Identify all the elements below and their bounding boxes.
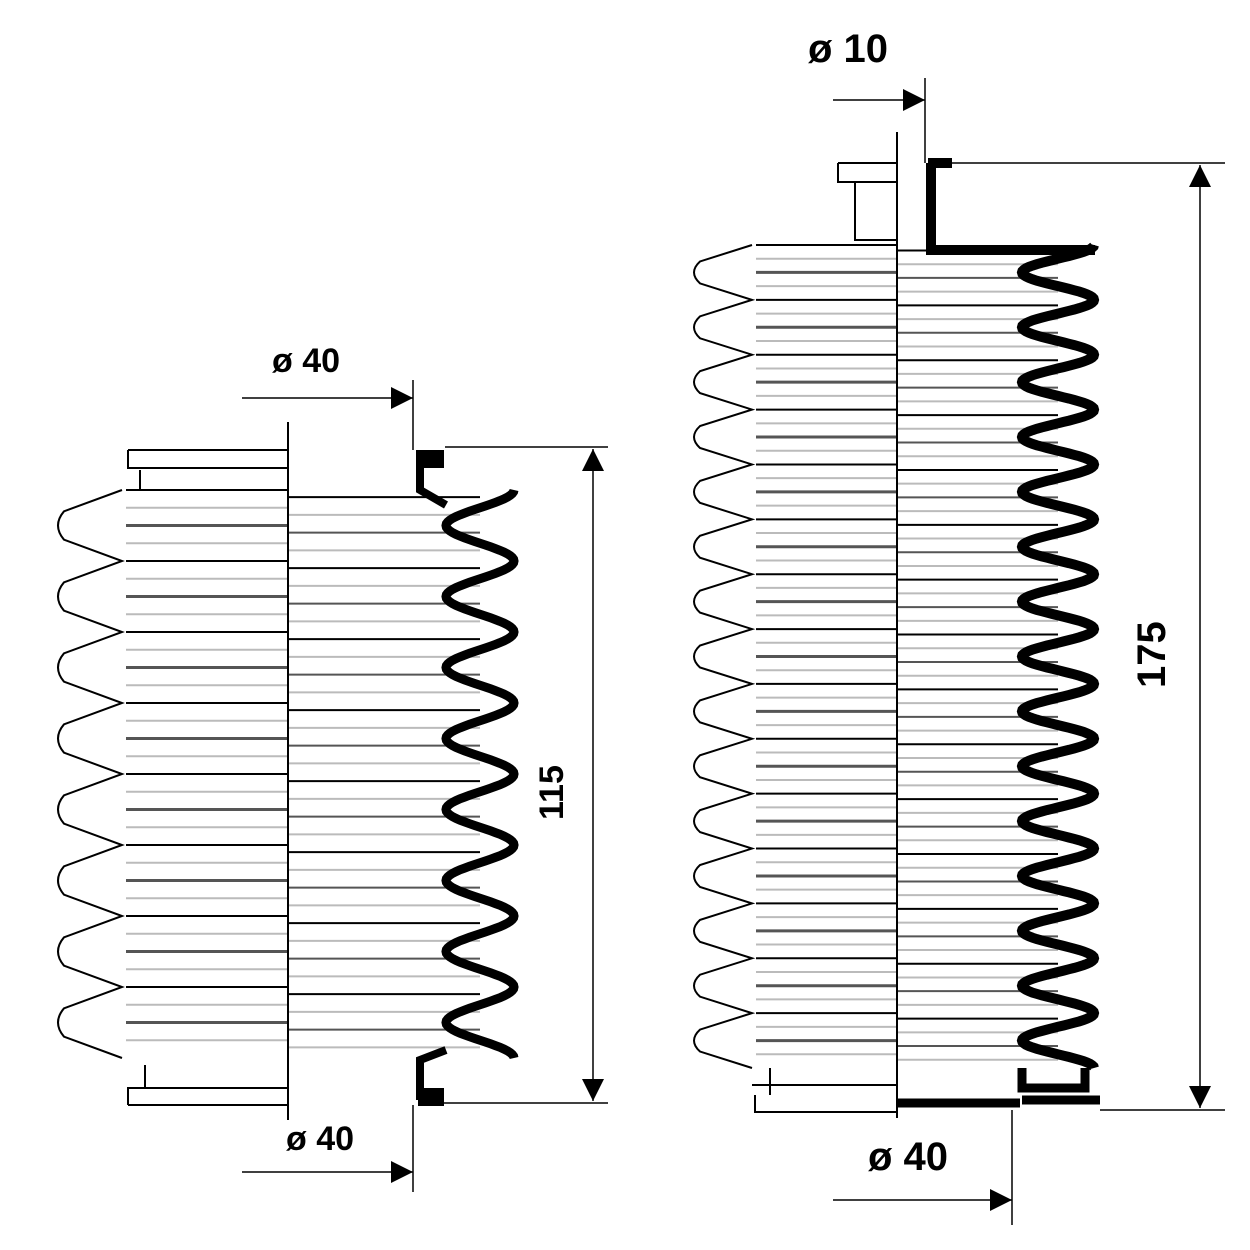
large-length-label: 175 — [1130, 621, 1174, 688]
large-nub-outline — [752, 162, 897, 1113]
large-bottom-diameter-label: ø 40 — [868, 1135, 948, 1179]
left-convolution-outline — [57, 489, 125, 1059]
small-length-label: 115 — [533, 765, 571, 820]
dimension-lines — [242, 78, 1225, 1225]
small-top-collar-block — [418, 450, 444, 468]
right-section-wave — [1016, 242, 1100, 1071]
large-boot — [693, 132, 1100, 1118]
large-top-collar — [926, 158, 1095, 255]
small-bottom-diameter-label: ø 40 — [286, 1120, 354, 1158]
small-bottom-collar — [416, 1046, 448, 1100]
small-bottom-collar-block — [418, 1088, 444, 1106]
small-top-diameter-label: ø 40 — [272, 342, 340, 380]
small-flange-outline — [127, 449, 288, 1106]
large-top-diameter-label: ø 10 — [808, 27, 888, 71]
left-convolution-outline — [693, 244, 756, 1069]
right-section-wave — [441, 489, 519, 1059]
large-bottom-collar — [897, 1068, 1100, 1108]
small-boot — [57, 422, 519, 1120]
